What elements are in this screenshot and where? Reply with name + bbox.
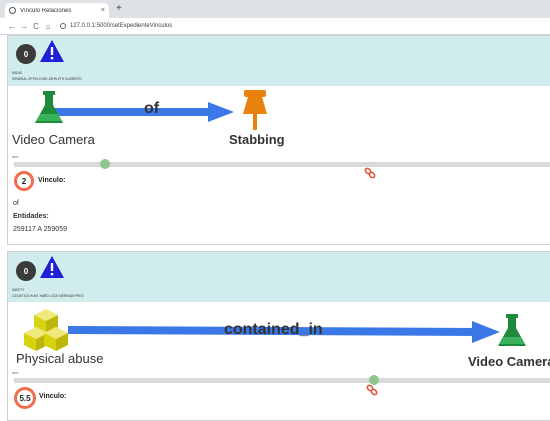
entidades-label: Entidades: [13, 213, 49, 220]
slider-caption: 5007 [12, 371, 19, 375]
target-node-label: Stabbing [229, 132, 285, 147]
new-tab-button[interactable]: + [116, 3, 122, 14]
weight-slider[interactable] [14, 375, 550, 385]
tab-title: Vínculo Relaciones [20, 7, 72, 14]
source-node-label: Physical abuse [16, 351, 104, 366]
score-badge: 2 [14, 171, 34, 191]
relation-graph [35, 90, 267, 130]
link-icon[interactable] [366, 384, 378, 396]
warning-icon [40, 40, 64, 62]
link-icon[interactable] [364, 167, 376, 179]
card-header: 0 SAFETY LOGISTICS HUNT HARD LOCK MERRIA… [8, 252, 550, 302]
relation-label: contained_in [224, 321, 323, 338]
arrow-head-icon [208, 102, 234, 122]
card-header: 0 RADIO GENERAL OPTIN JOHN JOHN ETH GUER… [8, 36, 550, 86]
flask-icon [498, 314, 526, 346]
vinculo-label: Vinculo: [39, 393, 67, 400]
globe-icon [9, 7, 16, 14]
address-bar[interactable]: 127.0.0.1:5000/setExpedienteVinculos [60, 20, 550, 32]
warning-icon [40, 256, 64, 278]
arrow-head-icon [472, 321, 500, 343]
browser-tab-bar: Vínculo Relaciones × + [0, 0, 550, 18]
count-badge: 0 [16, 44, 36, 64]
count-badge: 0 [16, 261, 36, 281]
score-badge: 5.5 [14, 387, 36, 409]
target-node-label: Video Camera [468, 354, 550, 369]
home-button[interactable]: ⌂ [45, 21, 51, 31]
vinculo-label: Vinculo: [38, 177, 66, 184]
info-icon [60, 23, 66, 29]
source-node-label: Video Camera [12, 132, 95, 147]
weight-slider[interactable] [14, 159, 550, 169]
header-subcaption: GENERAL OPTIN JOHN JOHN ETH GUERRITO [12, 77, 82, 81]
cubes-icon [24, 309, 68, 351]
vinculo-value: of [13, 200, 19, 207]
back-button[interactable]: ← [8, 21, 16, 31]
relation-label: of [144, 100, 160, 117]
slider-caption: 5007 [12, 155, 19, 159]
browser-toolbar: ← → C ⌂ 127.0.0.1:5000/setExpedienteVinc… [0, 18, 550, 35]
url-text: 127.0.0.1:5000/setExpedienteVinculos [70, 23, 173, 29]
relation-card-2: 0 SAFETY LOGISTICS HUNT HARD LOCK MERRIA… [7, 251, 550, 421]
browser-tab[interactable]: Vínculo Relaciones × [5, 3, 109, 18]
slider-knob[interactable] [368, 375, 379, 385]
slider-knob[interactable] [100, 159, 111, 169]
header-caption: SAFETY [12, 288, 25, 292]
relation-arrow-line [67, 326, 479, 336]
pushpin-icon [243, 90, 267, 130]
relation-card-1: 0 RADIO GENERAL OPTIN JOHN JOHN ETH GUER… [7, 35, 550, 245]
reload-button[interactable]: C [33, 21, 39, 31]
entidades-value: 259117 A 259059 [13, 226, 67, 233]
tab-close-button[interactable]: × [100, 7, 105, 14]
flask-icon [35, 91, 63, 123]
header-caption: RADIO [12, 71, 23, 75]
header-subcaption: LOGISTICS HUNT HARD LOCK MERRIAM PRKS [12, 294, 84, 298]
relation-graph [24, 309, 526, 351]
forward-button[interactable]: → [20, 21, 28, 31]
